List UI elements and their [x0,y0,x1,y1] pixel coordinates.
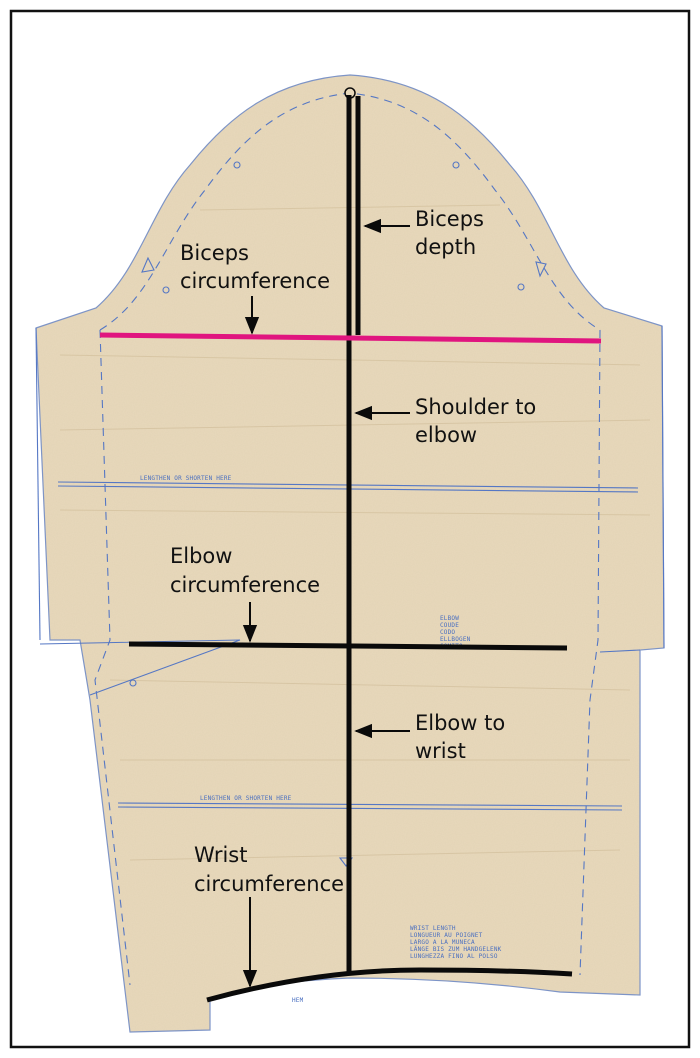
svg-text:wrist: wrist [415,739,466,763]
wrist-text-block: WRIST LENGTH LONGUEUR AU POIGNET LARGO A… [410,925,502,960]
lengthen-text-upper: LENGTHEN OR SHORTEN HERE [140,475,232,482]
right-seam-line [579,329,601,976]
svg-text:Elbow: Elbow [170,544,232,568]
svg-text:WRIST LENGTH: WRIST LENGTH [410,925,456,932]
svg-text:Wrist: Wrist [194,843,247,867]
hem-text: HEM [292,997,304,1004]
label-elbow-circumference: Elbow circumference [170,544,320,597]
elbow-circumference-line [128,641,568,651]
lengthen-line-lower-b [117,806,623,811]
svg-text:Biceps: Biceps [415,207,484,231]
left-seam-line [94,329,131,986]
svg-text:circumference: circumference [180,269,330,293]
svg-text:CODO: CODO [440,629,455,636]
svg-text:LÄNGE BIS ZUM HANDGELENK: LÄNGE BIS ZUM HANDGELENK [410,946,502,953]
lengthen-line-lower-a [117,802,623,807]
svg-text:ELBOW: ELBOW [440,615,459,622]
svg-text:Biceps: Biceps [180,241,249,265]
svg-text:COUDE: COUDE [440,622,459,629]
measurement-lines [99,87,602,1003]
label-wrist-circumference: Wrist circumference [194,843,344,896]
label-shoulder-to-elbow: Shoulder to elbow [415,395,536,447]
elbow-dart-line [39,639,241,696]
label-elbow-to-wrist: Elbow to wrist [415,711,505,763]
lengthen-text-lower: LENGTHEN OR SHORTEN HERE [200,795,292,802]
svg-text:depth: depth [415,235,476,259]
svg-text:LONGUEUR AU POIGNET: LONGUEUR AU POIGNET [410,932,483,939]
annotation-arrows [242,218,410,988]
label-biceps-circumference: Biceps circumference [180,241,330,293]
wrist-circumference-line [206,967,573,1003]
svg-text:circumference: circumference [170,573,320,597]
svg-text:ELLBOGEN: ELLBOGEN [440,636,471,643]
svg-text:elbow: elbow [415,423,477,447]
svg-text:LARGO A LA MUNECA: LARGO A LA MUNECA [410,939,475,946]
svg-text:Shoulder to: Shoulder to [415,395,536,419]
biceps-circumference-line [99,332,602,344]
svg-text:LUNGHEZZA FINO AL POLSO: LUNGHEZZA FINO AL POLSO [410,953,498,960]
pattern-notches [129,161,547,867]
label-biceps-depth: Biceps depth [415,207,484,259]
svg-text:circumference: circumference [194,872,344,896]
svg-text:Elbow to: Elbow to [415,711,505,735]
